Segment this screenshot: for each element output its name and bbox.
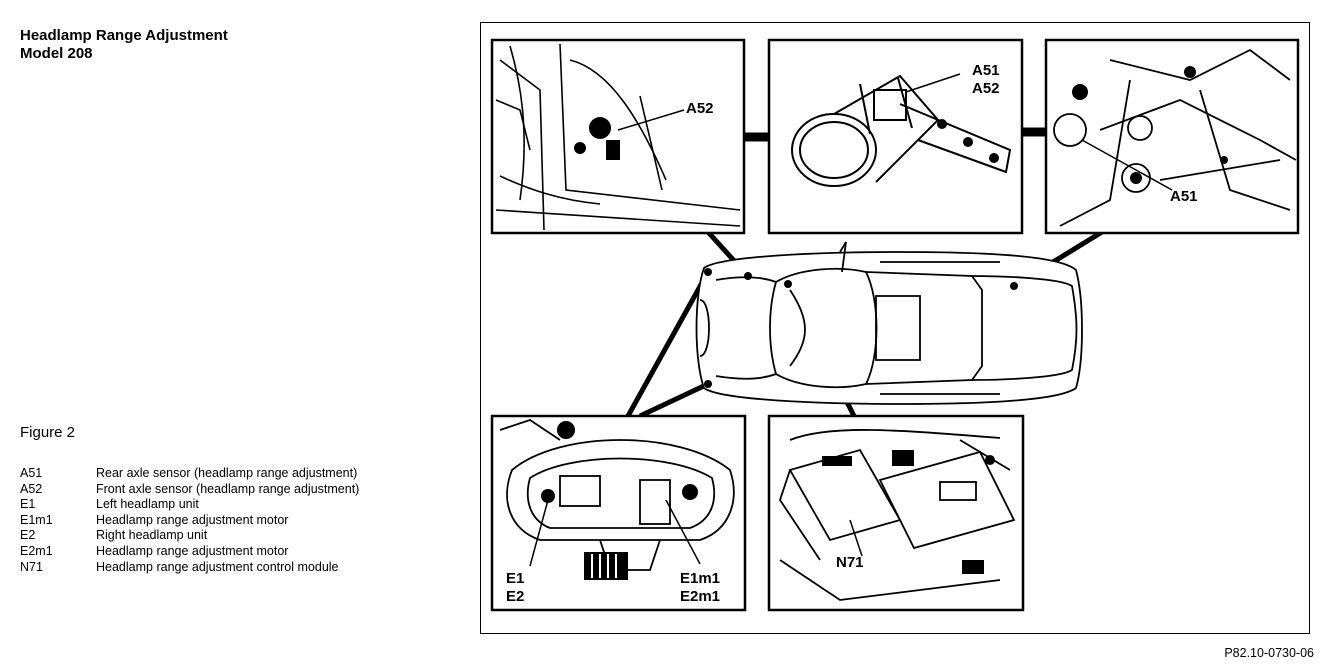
label-a51-detail: A51 [972, 62, 1000, 79]
leader-n71 [849, 519, 863, 557]
legend-desc: Headlamp range adjustment motor [96, 543, 289, 558]
label-a52-detail: A52 [972, 80, 1000, 97]
connector-headlamp-right [638, 381, 710, 419]
label-n71: N71 [836, 554, 864, 571]
label-e2m1: E2m1 [680, 588, 720, 605]
panel-rear-sensor: A51 [1044, 38, 1300, 235]
label-e1m1: E1m1 [680, 570, 720, 587]
reference-code: P82.10-0730-06 [1224, 646, 1314, 660]
legend: A51 Rear axle sensor (headlamp range adju… [20, 466, 359, 575]
legend-desc: Front axle sensor (headlamp range adjust… [96, 481, 360, 496]
figure-label: Figure 2 [20, 424, 76, 441]
legend-desc: Headlamp range adjustment control module [96, 559, 339, 574]
leader-e1 [529, 499, 549, 567]
legend-row: A52 Front axle sensor (headlamp range adj… [20, 482, 359, 498]
label-e2: E2 [506, 588, 524, 605]
legend-row: E2m1 Headlamp range adjustment motor [20, 544, 359, 560]
title-line-2: Model 208 [20, 45, 93, 62]
legend-code: E2 [20, 528, 36, 543]
legend-row: N71 Headlamp range adjustment control mod… [20, 560, 359, 576]
legend-code: E1m1 [20, 512, 53, 527]
diagram-frame [480, 22, 1310, 634]
label-e1: E1 [506, 570, 524, 587]
legend-code: E2m1 [20, 543, 53, 558]
legend-desc: Headlamp range adjustment motor [96, 512, 289, 527]
car-top-view [695, 241, 1083, 405]
page-title: Headlamp Range Adjustment Model 208 [20, 27, 228, 63]
legend-desc: Rear axle sensor (headlamp range adjustm… [96, 466, 358, 480]
title-line-1: Headlamp Range Adjustment [20, 27, 228, 44]
leader-a51-rear [1081, 139, 1173, 191]
leader-a51-detail [905, 73, 961, 93]
legend-desc: Left headlamp unit [96, 497, 199, 512]
leader-a52 [617, 109, 685, 131]
legend-row: E1 Left headlamp unit [20, 497, 359, 513]
legend-row: E1m1 Headlamp range adjustment motor [20, 513, 359, 529]
legend-code: A52 [20, 481, 43, 496]
legend-row: E2 Right headlamp unit [20, 528, 359, 544]
legend-row: A51 Rear axle sensor (headlamp range adju… [20, 466, 359, 482]
label-a52-front: A52 [686, 100, 714, 117]
legend-code: N71 [20, 559, 43, 574]
panel-sensor-detail: A51 A52 [767, 38, 1024, 235]
legend-code: E1 [20, 497, 36, 512]
connector-headlamp-left [625, 270, 711, 418]
legend-desc: Right headlamp unit [96, 528, 208, 543]
legend-code: A51 [20, 466, 43, 480]
panel-headlamp: E1 E2 E1m1 E2m1 [490, 414, 747, 612]
label-a51-rear: A51 [1170, 188, 1198, 205]
panel-control-module: N71 [767, 414, 1025, 612]
panel-front-sensor: A52 [490, 38, 746, 235]
car-sensor-points [704, 268, 1018, 388]
leader-e1m1 [665, 499, 701, 565]
